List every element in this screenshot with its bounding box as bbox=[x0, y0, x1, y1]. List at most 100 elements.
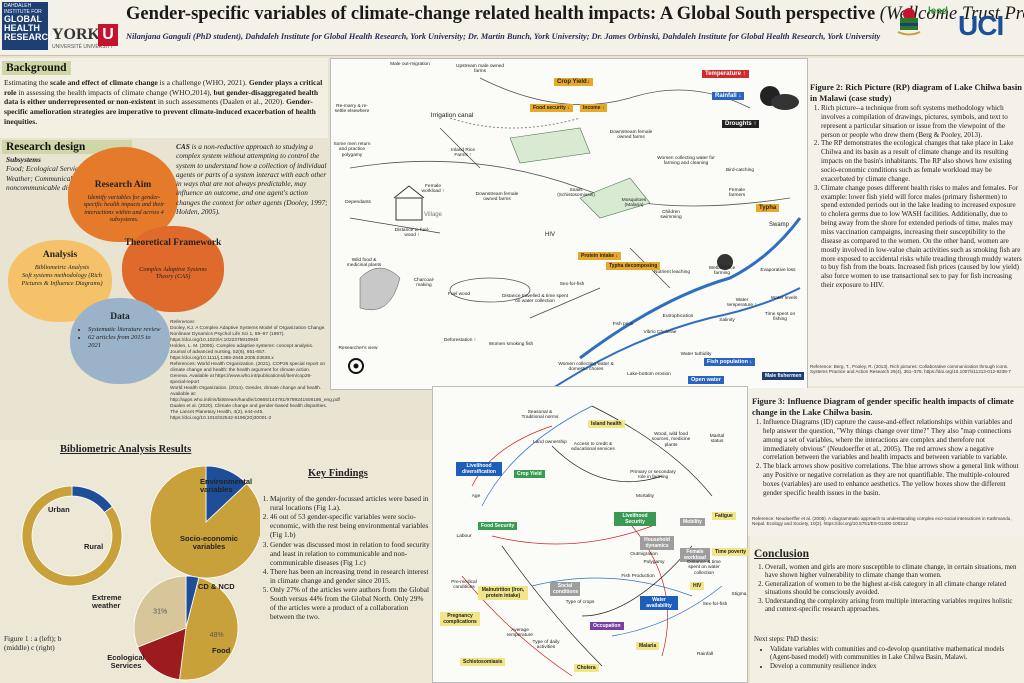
dahdaleh-logo-small: DAHDALEH INSTITUTE FOR bbox=[4, 3, 42, 15]
label-extreme-weather: Extreme weather bbox=[92, 593, 122, 611]
label-food: Food bbox=[212, 646, 231, 655]
key-finding-item: Only 27% of the articles were authors fr… bbox=[270, 585, 430, 621]
id-water-availability: Water availability bbox=[640, 596, 678, 610]
rp-sex-fish: Sex-for-fish bbox=[559, 282, 585, 287]
figure2-reference: Reference: Berg, T., Pooley, R. (2013). … bbox=[810, 364, 1011, 374]
next-step-item: Develop a community resilience index bbox=[770, 663, 1022, 671]
figure2-panel bbox=[808, 58, 1024, 386]
lead-logo: lead bbox=[928, 6, 949, 17]
rp-mosquitoes: Mosquitoes (Malaria) bbox=[621, 198, 647, 209]
cas-paragraph: CAS is a non-reductive approach to study… bbox=[176, 142, 328, 216]
bg-frag-5: in assessing the health impacts of clima… bbox=[16, 87, 214, 97]
pie-slice-1-socio-economic-variables bbox=[149, 465, 260, 579]
poster-header bbox=[0, 0, 1024, 56]
rp-bird-catching: Bird-catching bbox=[726, 168, 754, 173]
rp-children: Children swimming bbox=[660, 210, 682, 221]
id-labour: Labour bbox=[456, 534, 472, 539]
label-rural: Rural bbox=[84, 542, 104, 551]
rp-fuel-wood: Fuel wood bbox=[447, 292, 471, 297]
reference-item: Dooley, KJ. A Complex Adaptive Systems M… bbox=[170, 325, 326, 343]
background-text: Estimating the scale and effect of clima… bbox=[4, 78, 326, 127]
rp-male-fishermen: Male fishermen bbox=[762, 372, 805, 380]
subsystems-block: Subsystems Food; Ecological Services; Ex… bbox=[6, 155, 114, 192]
id-primary-role: Primary or secondary role in farming bbox=[630, 470, 676, 481]
next-steps-title: Next steps: PhD thesis: bbox=[754, 636, 819, 643]
theory-text: Complex Adaptive Systems Theory (CAS) bbox=[139, 266, 207, 280]
pie-slice-2-food bbox=[179, 577, 239, 681]
id-stigma: Stigma bbox=[731, 592, 747, 597]
figure2-title: Figure 2: Rich Picture (RP) diagram of L… bbox=[810, 82, 1022, 103]
conclusion-item: Overall, women and girls are more suscep… bbox=[765, 564, 1022, 581]
rp-snails: Snails (Schistosomiasis) bbox=[557, 188, 595, 199]
figure2-item: The RP demonstrates the ecological chang… bbox=[821, 139, 1022, 183]
bg-frag-1: Estimating the bbox=[4, 78, 50, 87]
rp-outmigration: Male out-migration bbox=[390, 62, 430, 67]
rp-income: Income ↓ bbox=[580, 104, 608, 112]
rp-downstream-female: Downstream female owned farms bbox=[609, 130, 653, 141]
id-type-crops: Type of crops bbox=[565, 600, 595, 605]
figure2-item: Climate change poses different health ri… bbox=[821, 184, 1022, 290]
rp-typha-decomp: Typha decomposing bbox=[606, 262, 661, 270]
rp-women-water: Women collecting water for farming and c… bbox=[657, 156, 715, 167]
label-environmental: Environmental variables bbox=[200, 477, 253, 495]
figure2-list: Rich picture--a technique from soft syst… bbox=[812, 104, 1022, 290]
rp-dependants: Dependants bbox=[345, 200, 371, 205]
label-cd-ncd: CD & NCD bbox=[198, 582, 235, 591]
rp-vibrio: Vibrio Cholerae bbox=[643, 330, 677, 335]
figure3-panel bbox=[748, 388, 1024, 536]
id-mobility: Mobility bbox=[680, 518, 705, 526]
id-age: Age bbox=[471, 494, 481, 499]
rp-rainfall: Rainfall ↓ bbox=[712, 92, 745, 100]
rp-fish-pop: Fish population ↓ bbox=[704, 358, 756, 366]
pie-slice-0-rural bbox=[21, 485, 123, 587]
analysis-list: Bibliometric Analysis Soft systems metho… bbox=[18, 264, 106, 288]
figure3-list: Influence Diagrams (ID) capture the caus… bbox=[754, 418, 1022, 498]
figure3-reference: Reference: Neudoerffer et al. (2005). A … bbox=[752, 516, 1012, 526]
cas-body: is a non-reductive approach to studying … bbox=[176, 142, 328, 216]
figure3-item: Influence Diagrams (ID) capture the caus… bbox=[763, 418, 1022, 462]
rp-female-workload: Female workload ↑ bbox=[421, 184, 445, 195]
rp-men-return: Some men return and practice polygamy bbox=[333, 142, 371, 158]
id-pre-medical: Pre-medical conditions bbox=[451, 580, 477, 591]
rp-female-farmers: Female farmers bbox=[728, 188, 746, 199]
analysis-title: Analysis bbox=[42, 250, 78, 260]
rp-time-fishing: Time spent on fishing bbox=[764, 312, 796, 323]
rp-inland-rice: Inland Rice Farms ↑ bbox=[451, 148, 475, 159]
rp-crop-yield: Crop Yield↓ bbox=[554, 78, 593, 86]
york-logo: YORK bbox=[52, 26, 100, 43]
id-food-security: Food Security bbox=[478, 522, 518, 530]
reference-item: References: World Health Organization. (… bbox=[170, 361, 326, 385]
rp-typha: Typha bbox=[756, 204, 780, 212]
id-polygamy: Polygamy bbox=[643, 560, 665, 565]
key-finding-item: Majority of the gender-focussed articles… bbox=[270, 494, 430, 512]
conclusion-heading: Conclusion bbox=[754, 548, 809, 560]
subsystems-text: Food; Ecological Services; Extreme Weath… bbox=[6, 164, 114, 192]
id-hiv: HIV bbox=[690, 582, 705, 590]
bg-frag-8: Gender-specific amelioration strategies … bbox=[4, 97, 316, 126]
reference-item: Daalen et al. (2020). Climate change and… bbox=[170, 403, 328, 421]
data-item: 62 articles from 2015 to 2021 bbox=[88, 334, 164, 350]
rp-wetland: Wetland rice farming bbox=[708, 266, 736, 277]
rp-evap: Evaporative loss bbox=[760, 268, 796, 273]
id-sex-for-fish: Sex-for-fish bbox=[702, 602, 728, 607]
york-logo-sub: UNIVERSITÉ UNIVERSITY bbox=[52, 44, 114, 50]
research-aim-title: Research Aim bbox=[94, 180, 152, 190]
id-fatigue: Fatigue bbox=[712, 512, 736, 520]
rp-hiv: HIV bbox=[544, 232, 555, 238]
id-mortality: Mortality bbox=[635, 494, 655, 499]
id-access-credit: Access to credit & educational services bbox=[571, 442, 615, 453]
pie-data-label: 48% bbox=[210, 632, 224, 639]
uci-logo: UCI bbox=[958, 10, 1004, 41]
rp-food-security: Food security ↓ bbox=[530, 104, 573, 112]
rp-fish-price: Fish price bbox=[612, 322, 634, 327]
malawi-coat-of-arms-icon bbox=[897, 8, 921, 36]
id-occupation: Occupation bbox=[590, 622, 624, 630]
cas-bold: CAS bbox=[176, 142, 190, 151]
rp-open-water: Open water bbox=[688, 376, 724, 384]
reference-item: World Health Organization. (2014). Gende… bbox=[170, 385, 340, 403]
rp-distance-water: Distance travelled & time spent on water… bbox=[501, 294, 569, 305]
label-urban: Urban bbox=[48, 505, 70, 514]
references-list: References Dooley, KJ. A Complex Adaptiv… bbox=[170, 320, 340, 422]
dahdaleh-logo-big: GLOBAL HEALTH RESEARCH bbox=[4, 14, 55, 42]
bg-frag-2: scale and effect of climate change bbox=[49, 78, 158, 87]
